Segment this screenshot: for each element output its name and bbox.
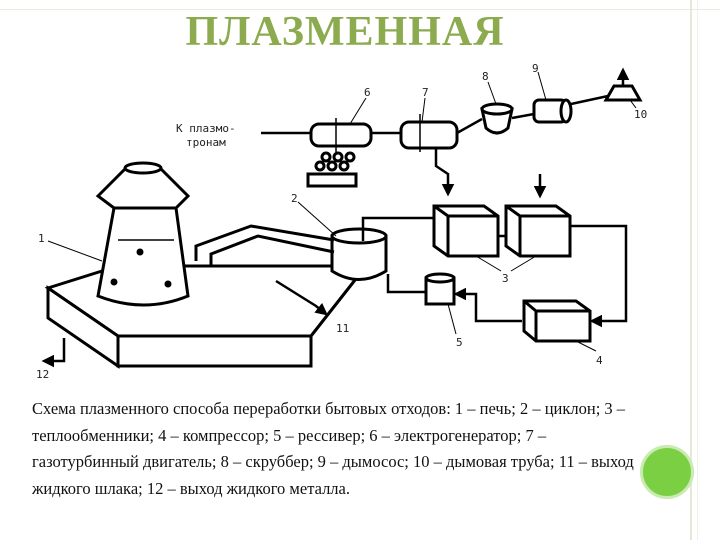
label-5: 5 (456, 336, 463, 349)
slide-right-border-inner (697, 0, 698, 540)
label-9: 9 (532, 62, 539, 75)
label-1: 1 (38, 232, 45, 245)
heat-exchanger-1 (432, 204, 500, 258)
pipelines (41, 94, 628, 368)
label-11: 11 (336, 322, 349, 335)
diagram-caption: Схема плазменного способа переработки бы… (32, 399, 634, 498)
smoke-exhauster (532, 98, 573, 124)
label-12: 12 (36, 368, 49, 381)
accent-circle (640, 445, 694, 499)
receiver (424, 272, 456, 306)
label-10: 10 (634, 108, 647, 121)
label-2: 2 (291, 192, 298, 205)
diagram-area: К плазмо- тронам 1 2 3 4 5 6 7 8 9 10 11… (36, 56, 656, 384)
label-7: 7 (422, 86, 429, 99)
leader-lines (47, 71, 637, 352)
slide-top-border (0, 9, 720, 10)
label-plasmotrons-2: тронам (186, 136, 226, 149)
heat-exchanger-2 (504, 204, 572, 258)
label-8: 8 (482, 70, 489, 83)
scrubber (480, 102, 514, 135)
slide-title: ПЛАЗМЕННАЯ (185, 9, 505, 55)
compressor (522, 299, 592, 343)
electrogenerator (306, 118, 373, 188)
label-plasmotrons-1: К плазмо- (176, 122, 236, 135)
plasma-process-diagram: К плазмо- тронам 1 2 3 4 5 6 7 8 9 10 11… (36, 62, 647, 381)
label-6: 6 (364, 86, 371, 99)
chimney (603, 67, 643, 102)
gas-turbine (399, 114, 459, 152)
slide-right-border (690, 0, 692, 540)
label-4: 4 (596, 354, 603, 367)
furnace-base-platform (44, 264, 370, 369)
furnace (95, 161, 191, 307)
label-3: 3 (502, 272, 509, 285)
furnace-cyclone-duct (194, 224, 335, 266)
cyclone (330, 227, 388, 281)
